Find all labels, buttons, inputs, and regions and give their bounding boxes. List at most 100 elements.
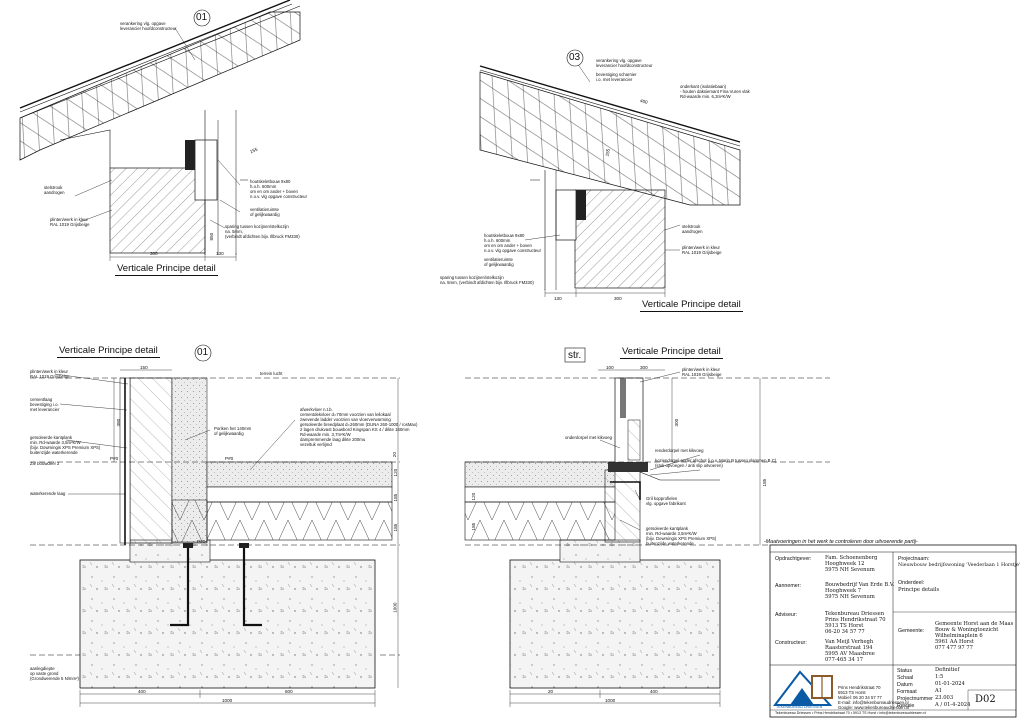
d5-dim: 1000: [605, 698, 616, 703]
d5-note: onderdorpel met kikvoeg: [565, 435, 613, 440]
d5-note: Gril kopprofielen: [646, 496, 678, 501]
d4-note: buitenzijde waterkerende: [30, 450, 78, 455]
d4-dim: 1000: [222, 698, 233, 703]
d5-note: min. Rd-waarde 3,5m²K/W: [646, 531, 697, 536]
d1-note: h.o.h. 600mm: [250, 184, 277, 189]
d1-dim: 130: [216, 251, 224, 256]
detail-4-drawing: [30, 344, 400, 707]
d3-note: i.o. met leverancier: [596, 77, 633, 82]
title-block: [769, 544, 1017, 718]
d4-note: RAL 1019 Grijsbeige: [30, 374, 70, 379]
d1-note: sparing tussen kozijnen/stelkozijn: [225, 224, 289, 229]
d4-dim: 185: [393, 523, 399, 532]
d5-dim: 185: [471, 522, 477, 531]
d4-note: 2 lagen drukvast bouwbord Kingspan KS 4 …: [300, 427, 410, 432]
tb-label-advisor: Adviseur:: [775, 612, 798, 618]
tb-meta-label: Revisie: [897, 703, 915, 709]
d4-note: plinten/werk in kleur: [30, 369, 68, 374]
tb-footer-strip: Tekenbureau Driessen • Prins Hendrikstra…: [775, 711, 927, 715]
tb-meta-value: Definitief: [935, 667, 960, 673]
tb-company-line: Google: www.tekenbureaudriessen.nl: [838, 705, 910, 710]
tb-value: 077-465 34 17: [825, 657, 864, 663]
d1-note: ventilatieruimte: [250, 207, 279, 212]
d5-dim: 300: [640, 365, 648, 370]
title-block-header-note: -Maatvoeringen in het werk te controlere…: [764, 539, 918, 545]
detail-1-title: Verticale Principe detail: [115, 263, 218, 276]
detail-3-title: Verticale Principe detail: [640, 299, 743, 312]
tb-value: 5995 AV Maasbree: [825, 651, 875, 657]
tb-meta-label: Projectnummer: [897, 696, 933, 702]
tb-meta-label: Status: [897, 668, 913, 674]
d1-note: houtskeletbouw 9x80: [250, 179, 291, 184]
d3-note: ventilatieruimte: [484, 257, 513, 262]
d3-dim: 130: [554, 296, 562, 301]
d4-level: P#0: [225, 456, 234, 461]
detail-3-number: 03: [569, 52, 581, 63]
d5-dim: 300: [674, 418, 680, 427]
d5-dim: 100: [606, 365, 614, 370]
d4-note: terrein lucht: [260, 371, 283, 376]
d3-note: na. 5mm, (verbindt afdichten bijv. Illbr…: [440, 280, 534, 285]
d5-dim: 20: [548, 689, 554, 694]
tb-value: 5913 TS Horst: [825, 623, 864, 629]
d4-note: afwerkvloer n.t.b.: [300, 407, 333, 412]
tb-value: Prins Hendrikstraat 70: [825, 617, 886, 623]
d1-note: of gelijkwaardig: [250, 212, 280, 217]
d4-note: geïsoleerde breedplaat d=260mm (DUNA 260…: [300, 422, 418, 427]
d1-note: n.o.v. vlg opgave constructeur: [250, 194, 308, 199]
d1-note: plinten/werk in kleur: [50, 217, 88, 222]
tb-part-label: Onderdeel:: [898, 580, 925, 586]
d1-note: stelstrook: [44, 185, 63, 190]
d4-dim: 1000: [392, 602, 398, 613]
tb-meta-value: 23.003: [935, 695, 954, 701]
d4-note: of gelijkwaardig: [214, 431, 244, 436]
tb-value: Van Meijl Verhegh: [825, 639, 874, 645]
tb-project-label: Projectnaam:: [898, 556, 930, 562]
detail-1-drawing: [19, 0, 301, 261]
detail-5-title: Verticale Principe detail: [620, 346, 723, 359]
tb-value: 077 477 97 77: [935, 645, 973, 651]
detail-5-drawing: [464, 347, 830, 707]
d3-note: houtskeletbouw 9x80: [484, 233, 525, 238]
tb-meta-label: Schaal: [897, 675, 914, 681]
detail-5-number: str.: [568, 350, 582, 361]
d4-note: (bijv. Dowmingis XPS Premium XPS): [30, 445, 101, 450]
tb-municipality-label: Gemeente:: [898, 628, 925, 634]
tb-value: 06-20 34 57 77: [825, 629, 865, 635]
tb-value: Raasterstraat 194: [825, 645, 873, 651]
d3-note: stelstrook: [682, 224, 701, 229]
d4-note: waterkerende laag: [30, 491, 66, 496]
tb-company-line: Mobiel: 06 20 34 57 77: [838, 695, 882, 700]
d4-level: P#0: [197, 539, 206, 544]
tb-value: 5975 NH Sevenum: [825, 594, 875, 600]
d5-dim: 185: [762, 478, 768, 487]
tb-value: Hooghweek 12: [825, 561, 865, 567]
d3-note: aandrogen: [682, 229, 703, 234]
tb-meta-value: A / 01-4-2024: [935, 702, 971, 708]
tb-label-contractor: Aannemer:: [775, 583, 801, 589]
detail-4-title: Verticale Principe detail: [57, 345, 160, 358]
d3-note: sparing tussen kozijnen/stelkozijn: [440, 275, 504, 280]
d3-note: RAL 1019 Grijsbeige: [682, 250, 722, 255]
d4-dim: 400: [138, 689, 146, 694]
tb-label-engineer: Constructeur:: [775, 640, 807, 646]
tb-company-line: E-mail: info@tekenbureaudriessen.nl: [838, 700, 909, 705]
d4-dim: 20: [391, 452, 397, 458]
d3-note: plinten/werk in kleur: [682, 245, 720, 250]
d5-note: RAL 1019 Grijsbeige: [682, 372, 722, 377]
tb-value: Tekenbureau Driessen: [825, 611, 885, 617]
d4-note: aanlegdiepte: [30, 666, 55, 671]
d4-note: geïsoleerde kantplank: [30, 435, 73, 440]
d4-dim: 185: [393, 493, 399, 502]
d3-note: Rd-waarde min. 6,3m²K/W: [680, 94, 731, 99]
d3-dim: 300: [614, 296, 622, 301]
tb-meta-value: 01-01-2024: [935, 681, 965, 687]
d4-note: (Grondwerende 5 N/mm²): [30, 676, 79, 681]
d5-dim: 120: [471, 492, 477, 501]
d3-note: n.o.v. vlg opgave constructeur: [484, 248, 542, 253]
d5-note: buitenzijde waterkerende: [646, 541, 694, 546]
d1-note: leverancier hoofdconstructeur: [120, 26, 177, 31]
d3-note: of gelijkwaardig: [484, 262, 514, 267]
d1-note: verankering vlg. opgave: [120, 21, 166, 26]
d5-note: renderdorpel met kikvoeg: [655, 448, 704, 453]
